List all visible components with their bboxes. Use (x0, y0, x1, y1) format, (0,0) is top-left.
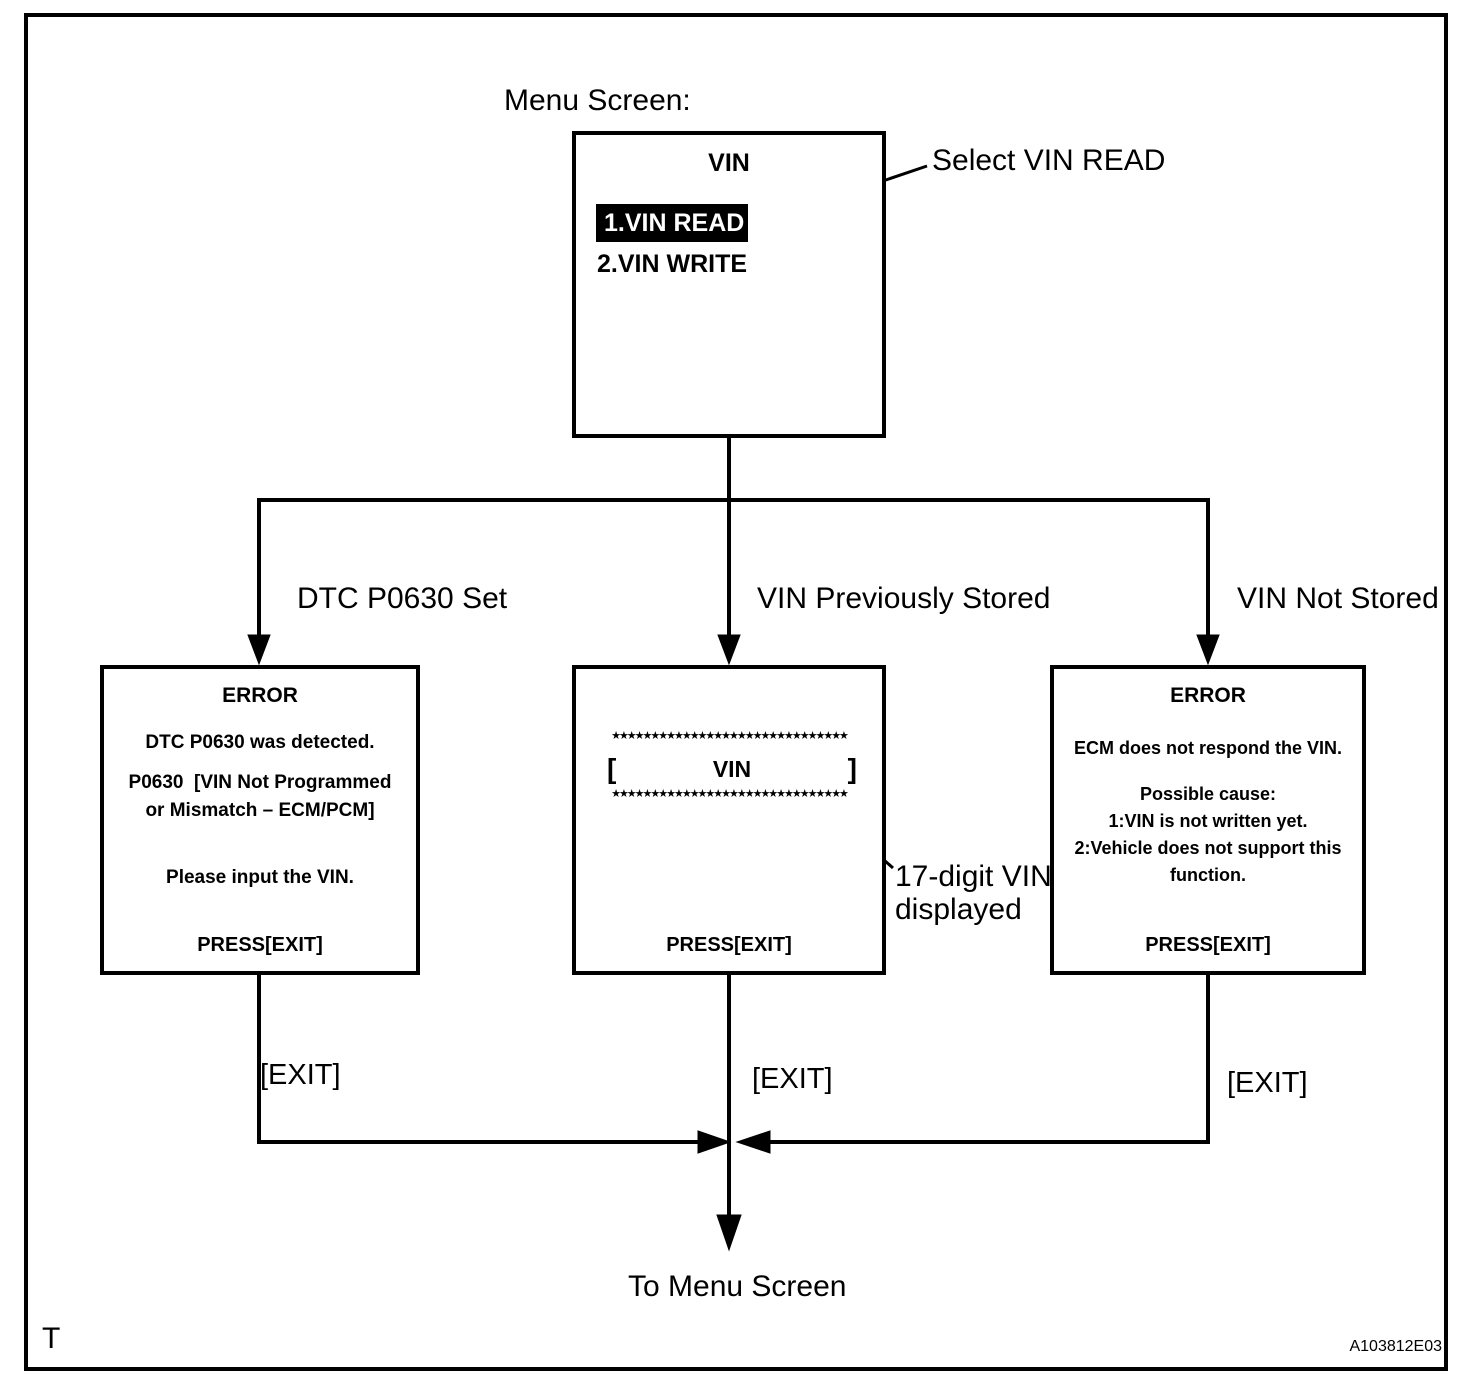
vin-display-stars-bottom: ★★★★★★★★★★★★★★★★★★★★★★★★★★★★★★ (611, 788, 849, 800)
figure-code: A103812E03 (1349, 1338, 1442, 1355)
vin-digit-annotation-line1: 17-digit VIN (895, 860, 1052, 893)
diagram-border (24, 13, 1448, 1371)
branch-label-vin-previously-stored: VIN Previously Stored (757, 582, 1051, 615)
menu-screen-label: Menu Screen: (504, 84, 691, 117)
vin-display-press-exit: PRESS[EXIT] (666, 934, 792, 956)
error-dtc-prompt: Please input the VIN. (166, 867, 354, 888)
vin-digit-annotation: 17-digit VIN displayed (895, 860, 1052, 926)
menu-item-vin-read: 1.VIN READ (596, 204, 748, 242)
cause-1: 1:VIN is not written yet. (1108, 811, 1308, 831)
cause-2-cont: function. (1170, 865, 1246, 885)
error-no-response-line1: ECM does not respond the VIN. (1073, 738, 1342, 758)
vin-display-box: ★★★★★★★★★★★★★★★★★★★★★★★★★★★★★★ [ VIN ] ★… (572, 665, 886, 975)
error-dtc-code-line2: or Mismatch – ECM/PCM] (145, 800, 375, 821)
error-no-response-press-exit: PRESS[EXIT] (1145, 934, 1271, 956)
error-no-response-box: ERROR ECM does not respond the VIN. Poss… (1050, 665, 1366, 975)
cause-title: Possible cause: (1139, 784, 1277, 804)
error-dtc-code-line1: P0630 [VIN Not Programmed (128, 772, 392, 793)
menu-screen-title: VIN (708, 149, 750, 177)
error-no-response-cause-block: Possible cause: 1:VIN is not written yet… (1054, 781, 1362, 889)
error-dtc-press-exit: PRESS[EXIT] (197, 934, 323, 956)
to-menu-screen-label: To Menu Screen (628, 1270, 847, 1303)
error-dtc-detected: DTC P0630 was detected. (145, 732, 375, 753)
exit-label-left: [EXIT] (260, 1059, 341, 1091)
vin-bracket-close: ] (847, 753, 857, 784)
cause-2: 2:Vehicle does not support this (1074, 838, 1342, 858)
vin-display-stars-top: ★★★★★★★★★★★★★★★★★★★★★★★★★★★★★★ (611, 730, 849, 742)
vin-digit-annotation-line2: displayed (895, 893, 1022, 926)
vin-bracket-open: [ (607, 753, 617, 784)
vin-word: VIN (712, 756, 752, 782)
menu-screen-box: VIN 1.VIN READ 2.VIN WRITE (572, 131, 886, 438)
branch-label-dtc-set: DTC P0630 Set (297, 582, 508, 615)
select-vin-read-label: Select VIN READ (932, 144, 1166, 177)
error-dtc-title: ERROR (222, 684, 298, 707)
branch-label-vin-not-stored: VIN Not Stored (1237, 582, 1439, 615)
vin-display-row: [ VIN ] (607, 754, 857, 784)
error-no-response-title: ERROR (1170, 684, 1246, 707)
corner-mark: T (42, 1322, 61, 1355)
exit-label-middle: [EXIT] (752, 1063, 833, 1095)
menu-item-vin-write: 2.VIN WRITE (597, 250, 748, 278)
error-dtc-box: ERROR DTC P0630 was detected. P0630 [VIN… (100, 665, 420, 975)
exit-label-right: [EXIT] (1227, 1067, 1308, 1099)
error-dtc-code-block: P0630 [VIN Not Programmed or Mismatch – … (104, 769, 416, 825)
